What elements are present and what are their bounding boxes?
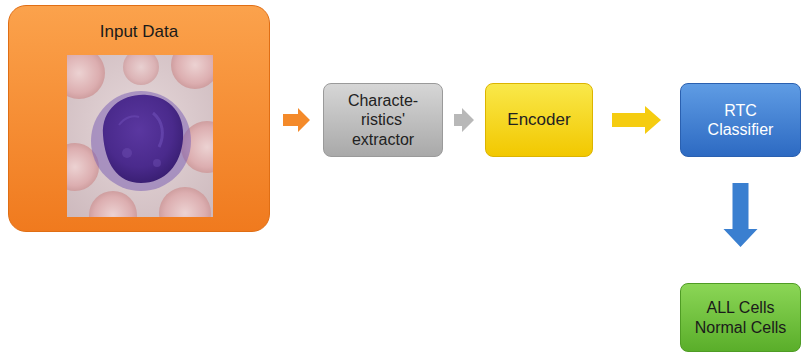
block-arrow — [454, 108, 474, 132]
node-label: RTC Classifier — [695, 101, 786, 139]
process-box: Characte- ristics' extractor — [323, 83, 443, 157]
blood-cell-image — [67, 55, 213, 217]
process-box: Encoder — [485, 83, 593, 157]
block-arrow — [612, 106, 661, 134]
node-label: Encoder — [507, 110, 570, 130]
node-label: ALL Cells Normal Cells — [691, 298, 790, 336]
output-box: ALL Cells Normal Cells — [680, 283, 801, 352]
block-arrow — [283, 108, 310, 132]
classifier-box: RTC Classifier — [680, 83, 801, 157]
input-panel: Input Data — [8, 5, 270, 232]
node-label: Input Data — [100, 22, 178, 42]
node-label: Characte- ristics' extractor — [334, 91, 432, 149]
block-arrow — [724, 183, 758, 247]
